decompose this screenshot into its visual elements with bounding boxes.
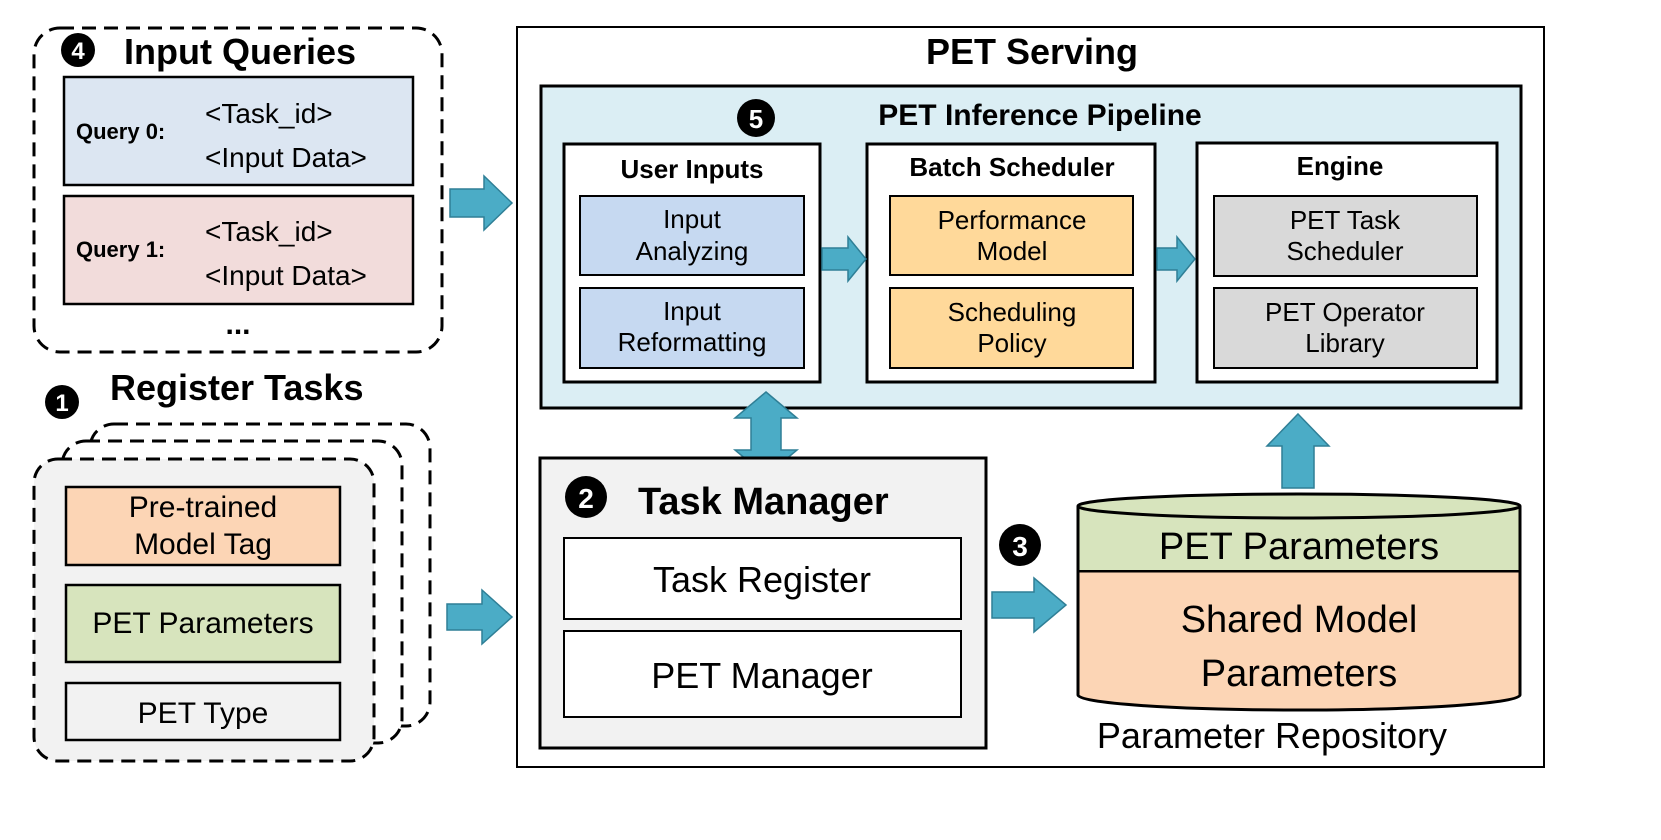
query-1-label: Query 1: [76, 237, 165, 262]
input-reformatting-line2: Reformatting [618, 327, 767, 357]
pet-serving-title: PET Serving [926, 31, 1138, 72]
repository-top-cap [1076, 492, 1522, 520]
query-1-task-id: <Task_id> [205, 216, 333, 247]
user-inputs-title: User Inputs [620, 154, 763, 184]
pretrained-model-tag-line2: Model Tag [134, 528, 272, 561]
arrow-task-manager-to-repository [991, 576, 1068, 634]
pet-task-scheduler-box [1213, 195, 1478, 277]
register-tasks-title: Register Tasks [110, 367, 363, 408]
arrow-scheduler-to-engine [1156, 234, 1196, 284]
input-queries-title: Input Queries [124, 31, 356, 72]
repository-shared-model-line2: Parameters [1201, 653, 1397, 695]
input-analyzing-line2: Analyzing [636, 236, 749, 266]
step-5-badge [737, 99, 775, 137]
task-manager-title: Task Manager [638, 481, 889, 523]
step-2-badge [565, 476, 607, 518]
step-1-number: 1 [55, 390, 68, 417]
query-1-input-data: <Input Data> [205, 260, 367, 291]
arrow-repository-to-engine [1265, 412, 1331, 489]
step-1-badge [45, 385, 79, 419]
performance-model-box [889, 195, 1134, 276]
pet-task-scheduler-line1: PET Task [1290, 205, 1401, 235]
inference-pipeline-title: PET Inference Pipeline [878, 99, 1201, 132]
pet-serving-group: PET Serving 5 PET Inference Pipeline Use… [516, 26, 1545, 768]
performance-model-line1: Performance [938, 205, 1087, 235]
step-5-number: 5 [749, 104, 763, 134]
query-0-label: Query 0: [76, 119, 165, 144]
step-3-number: 3 [1012, 531, 1028, 562]
pet-manager-box [563, 630, 962, 718]
pet-type-label: PET Type [138, 697, 269, 730]
performance-model-line2: Model [977, 236, 1048, 266]
step-4-number: 4 [71, 38, 85, 65]
input-analyzing-line1: Input [663, 204, 722, 234]
arrow-queries-to-serving [449, 174, 514, 232]
pet-type-box [64, 681, 342, 742]
parameter-repository-caption: Parameter Repository [1097, 715, 1447, 756]
scheduling-policy-line2: Policy [977, 328, 1046, 358]
arrow-user-inputs-to-scheduler [821, 234, 867, 284]
input-analyzing-box [579, 195, 805, 276]
input-reformatting-box [579, 287, 805, 369]
input-reformatting-line1: Input [663, 296, 722, 326]
input-queries-group: 4 Input Queries Query 0: <Task_id> <Inpu… [32, 26, 444, 354]
query-0-box [62, 75, 415, 187]
pretrained-model-tag-line1: Pre-trained [129, 491, 277, 524]
task-pet-parameters-label: PET Parameters [92, 607, 313, 640]
engine-title: Engine [1297, 151, 1384, 181]
parameter-repository-cylinder: PET Parameters Shared Model Parameters [1076, 492, 1522, 712]
repository-shared-model-line1: Shared Model [1181, 599, 1418, 641]
pet-operator-library-line2: Library [1305, 328, 1384, 358]
task-register-box [563, 537, 962, 620]
pet-operator-library-box [1213, 287, 1478, 369]
pet-task-scheduler-line2: Scheduler [1286, 236, 1403, 266]
batch-scheduler-title: Batch Scheduler [909, 152, 1114, 182]
repository-lower-layer [1076, 569, 1522, 712]
step-4-badge [61, 33, 95, 67]
scheduling-policy-box [889, 287, 1134, 369]
query-0-task-id: <Task_id> [205, 98, 333, 129]
pet-manager-label: PET Manager [651, 655, 872, 696]
task-pet-parameters-box [64, 583, 342, 664]
scheduling-policy-line1: Scheduling [948, 297, 1077, 327]
pet-operator-library-line1: PET Operator [1265, 297, 1425, 327]
step-2-number: 2 [578, 483, 594, 514]
arrow-tasks-to-serving [446, 588, 514, 646]
pretrained-model-tag-box [64, 485, 342, 567]
step-3-badge [999, 524, 1041, 566]
query-0-input-data: <Input Data> [205, 142, 367, 173]
register-tasks-group: 1 Register Tasks Pre-trained Model Tag P… [32, 367, 432, 763]
repository-pet-parameters-label: PET Parameters [1159, 526, 1439, 568]
query-1-box [62, 194, 415, 306]
query-ellipsis: ... [225, 308, 250, 341]
task-register-label: Task Register [653, 559, 871, 600]
